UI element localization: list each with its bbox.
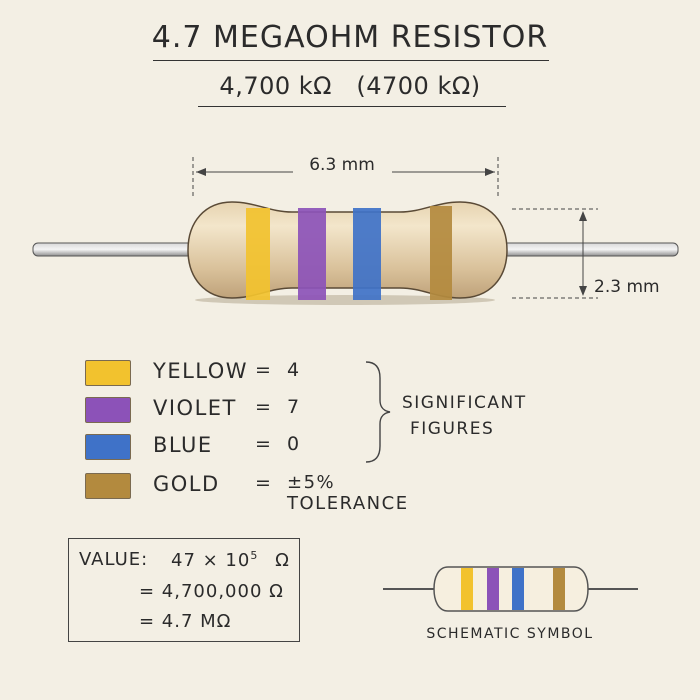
legend-equals: =: [255, 396, 273, 418]
schematic-band-3: [512, 568, 524, 610]
value-line3: = 4.7 MΩ: [139, 611, 232, 632]
legend-swatch: [85, 397, 131, 423]
subtitle-underline: [198, 106, 506, 107]
left-lead: [32, 242, 194, 257]
value-exponent: 5: [250, 549, 259, 562]
legend-swatch: [85, 434, 131, 460]
color-band-3: [353, 208, 381, 300]
length-arrowhead-right: [485, 168, 495, 176]
legend-value: 0: [287, 433, 301, 455]
significant-figures-brace: [365, 361, 391, 463]
legend-color-name: GOLD: [153, 472, 220, 496]
value-expression: 47 × 105 Ω: [171, 549, 290, 571]
length-arrowhead-left: [196, 168, 206, 176]
schematic-band-2: [487, 568, 499, 610]
legend-value: ±5% TOLERANCE: [287, 472, 409, 514]
legend-value: 7: [287, 396, 301, 418]
diameter-arrowhead-bottom: [579, 286, 587, 296]
color-bands: [246, 206, 452, 300]
length-label: 6.3 mm: [309, 155, 375, 175]
legend-color-name: BLUE: [153, 433, 213, 457]
diameter-label: 2.3 mm: [594, 277, 660, 297]
legend-swatch: [85, 360, 131, 386]
title-underline: [153, 60, 549, 61]
legend-equals: =: [255, 359, 273, 381]
legend-equals: =: [255, 433, 273, 455]
significant-figures-line2: FIGURES: [410, 419, 495, 439]
value-label: VALUE:: [79, 549, 149, 570]
legend-color-name: YELLOW: [153, 359, 249, 383]
page-title: 4.7 MEGAOHM RESISTOR: [151, 20, 549, 55]
color-band-1: [246, 208, 270, 300]
right-lead: [499, 242, 679, 257]
significant-figures-line1: SIGNIFICANT: [402, 393, 527, 413]
legend-color-name: VIOLET: [153, 396, 237, 420]
schematic-band-1: [461, 568, 473, 610]
legend-equals: =: [255, 472, 273, 494]
value-unit: Ω: [275, 550, 290, 571]
legend-value: 4: [287, 359, 301, 381]
color-band-2: [298, 208, 326, 300]
schematic-symbol-label: SCHEMATIC SYMBOL: [426, 626, 594, 642]
value-base: 47 × 10: [171, 550, 251, 571]
legend-swatch: [85, 473, 131, 499]
resistor-body: [187, 201, 508, 299]
value-line2: = 4,700,000 Ω: [139, 581, 284, 602]
diameter-arrowhead-top: [579, 211, 587, 221]
page-subtitle: 4,700 kΩ (4700 kΩ): [219, 72, 481, 100]
color-band-4: [430, 206, 452, 300]
significant-figures-label: SIGNIFICANT FIGURES: [402, 390, 527, 442]
schematic-band-4: [553, 568, 565, 610]
schematic-color-bands: [461, 568, 565, 610]
value-box: VALUE: 47 × 105 Ω = 4,700,000 Ω = 4.7 MΩ: [68, 538, 300, 642]
